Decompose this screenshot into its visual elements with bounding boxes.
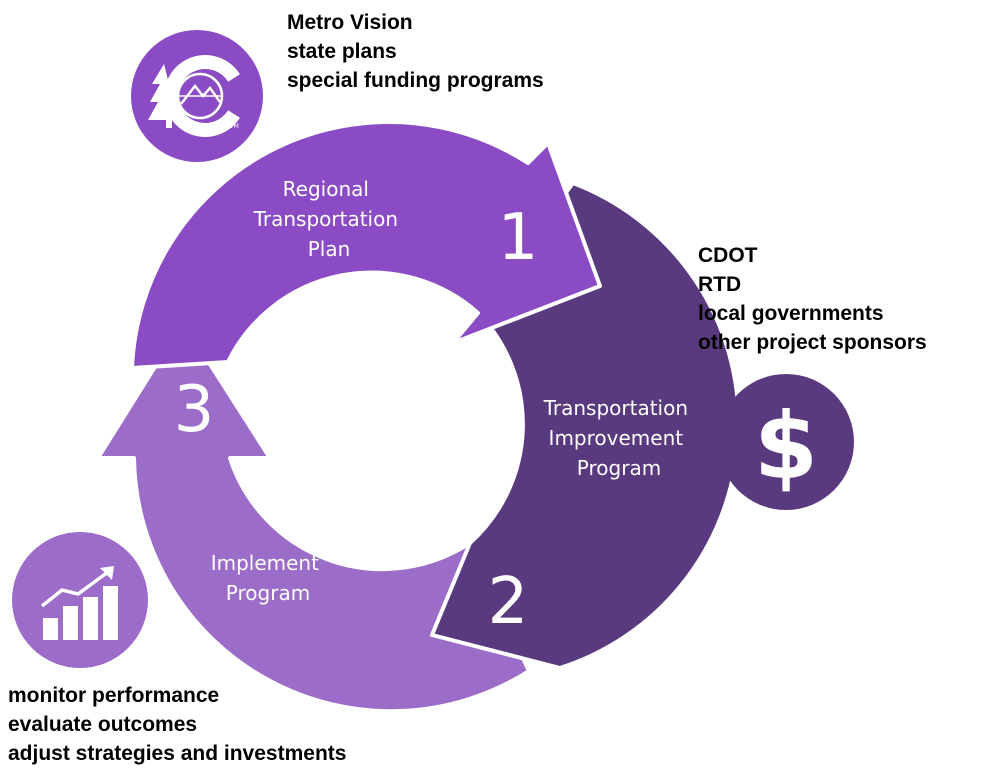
segment-implement xyxy=(96,320,531,714)
segment-plan xyxy=(130,120,602,370)
step-number-1: 1 xyxy=(498,201,539,275)
tip-sponsor-item: other project sponsors xyxy=(698,331,927,354)
logo-tm-mark: TM xyxy=(229,123,239,130)
step-number-2: 2 xyxy=(488,565,529,639)
plan-inputs-list: Metro Vision state plans special funding… xyxy=(287,8,544,95)
segment-implement-label: Implement Program xyxy=(211,551,326,605)
colorado-logo-icon: TM xyxy=(131,30,263,162)
step-number-3: 3 xyxy=(174,373,215,447)
segment-tip-label: Transportation Improvement Program xyxy=(543,396,695,480)
implement-action-item: adjust strategies and investments xyxy=(8,742,347,765)
growth-chart-icon xyxy=(12,532,148,668)
tip-sponsor-item: local governments xyxy=(698,302,884,325)
tip-sponsors-list: CDOT RTD local governments other project… xyxy=(698,241,927,357)
plan-input-item: state plans xyxy=(287,40,397,63)
tip-sponsor-item: CDOT xyxy=(698,244,758,267)
segment-plan-label: Regional Transportation Plan xyxy=(253,177,405,261)
tip-sponsor-item: RTD xyxy=(698,273,742,296)
dollar-icon: $ xyxy=(718,374,854,510)
plan-input-item: Metro Vision xyxy=(287,11,413,34)
dollar-glyph: $ xyxy=(754,393,818,500)
implement-action-item: monitor performance xyxy=(8,684,220,707)
plan-input-item: special funding programs xyxy=(287,69,544,92)
implement-actions-list: monitor performance evaluate outcomes ad… xyxy=(8,681,346,768)
implement-action-item: evaluate outcomes xyxy=(8,713,198,736)
